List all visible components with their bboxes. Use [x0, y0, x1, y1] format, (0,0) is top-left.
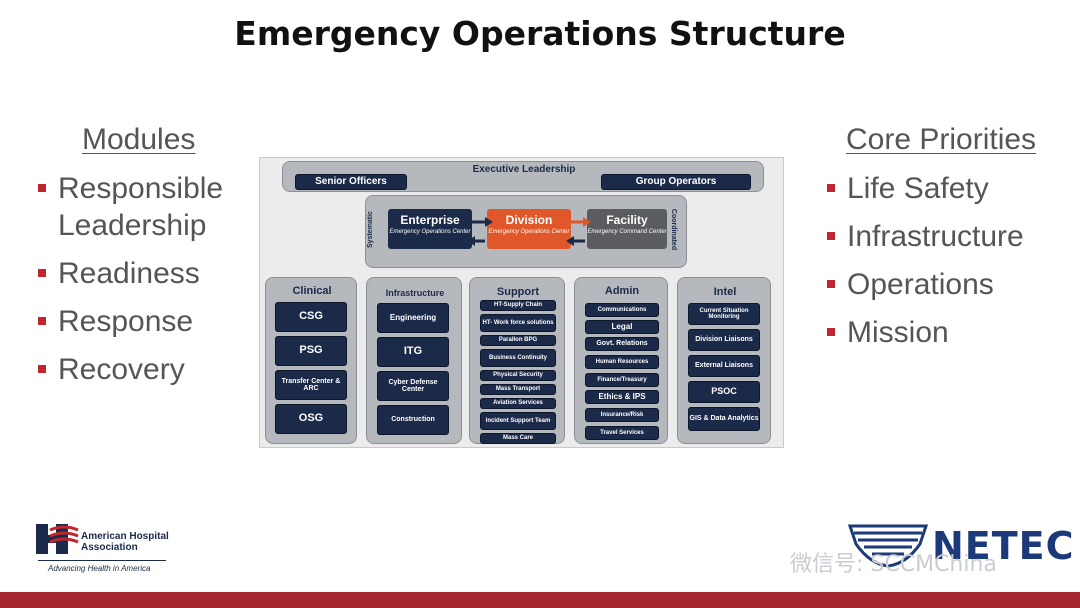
psoc-box: PSOC: [688, 381, 760, 403]
arrowhead-icon: [467, 236, 475, 246]
list-item: Recovery: [38, 351, 248, 388]
travel-services-box: Travel Services: [585, 426, 659, 440]
division-liaisons-box: Division Liaisons: [688, 329, 760, 351]
facility-box: Facility Emergency Command Center: [587, 209, 667, 249]
supply-chain-box: HT-Supply Chain: [480, 300, 556, 311]
bullet-icon: [38, 184, 46, 192]
ethics-box: Ethics & IPS: [585, 390, 659, 404]
netec-logo-text: NETEC: [932, 524, 1075, 568]
list-item: Mission: [827, 314, 1057, 351]
current-situation-box: Current Situation Monitoring: [688, 303, 760, 325]
list-item: Response: [38, 303, 248, 340]
bullet-icon: [827, 184, 835, 192]
aha-logo-icon: [36, 524, 79, 554]
aha-divider: [38, 560, 166, 561]
bullet-icon: [38, 317, 46, 325]
support-panel: Support HT-Supply Chain HT- Work force s…: [469, 277, 565, 444]
psg-box: PSG: [275, 336, 347, 366]
list-item: Readiness: [38, 255, 248, 292]
arrowhead-icon: [485, 217, 493, 227]
eoc-panel: Systematic Coordinated Enterprise Emerge…: [365, 195, 687, 268]
watermark-text: 微信号: SCCMChina: [790, 552, 997, 577]
gis-box: GIS & Data Analytics: [688, 407, 760, 431]
business-continuity-box: Business Continuity: [480, 349, 556, 367]
enterprise-box: Enterprise Emergency Operations Center: [388, 209, 472, 249]
engineering-box: Engineering: [377, 303, 449, 333]
list-item: Infrastructure: [827, 218, 1057, 255]
workforce-box: HT- Work force solutions: [480, 314, 556, 332]
netec-shield-icon: [847, 524, 929, 568]
finance-box: Finance/Treasury: [585, 373, 659, 387]
parallon-box: Parallon BPG: [480, 335, 556, 346]
arrowhead-icon: [583, 217, 591, 227]
support-title: Support: [496, 286, 540, 298]
human-resources-box: Human Resources: [585, 355, 659, 369]
intel-panel: Intel Current Situation Monitoring Divis…: [677, 277, 771, 444]
page-title: Emergency Operations Structure: [234, 14, 846, 53]
aha-name: American Hospital Association: [81, 531, 169, 553]
physical-security-box: Physical Security: [480, 370, 556, 381]
incident-support-box: Incident Support Team: [480, 412, 556, 430]
priorities-list: Life Safety Infrastructure Operations Mi…: [827, 170, 1057, 362]
senior-officers-box: Senior Officers: [295, 174, 407, 190]
clinical-panel: Clinical CSG PSG Transfer Center & ARC O…: [265, 277, 357, 444]
org-structure-diagram: Executive Leadership Senior Officers Gro…: [259, 157, 784, 448]
aviation-box: Aviation Services: [480, 398, 556, 409]
admin-panel: Admin Communications Legal Govt. Relatio…: [574, 277, 668, 444]
footer-bar: [0, 592, 1080, 608]
list-item: Life Safety: [827, 170, 1057, 207]
modules-list: Responsible Leadership Readiness Respons…: [38, 170, 248, 399]
communications-box: Communications: [585, 303, 659, 317]
clinical-title: Clinical: [292, 285, 332, 297]
executive-panel: Executive Leadership Senior Officers Gro…: [282, 161, 764, 192]
bullet-icon: [38, 365, 46, 373]
transfer-center-box: Transfer Center & ARC: [275, 370, 347, 400]
insurance-box: Insurance/Risk: [585, 408, 659, 422]
cyber-defense-box: Cyber Defense Center: [377, 371, 449, 401]
arrowhead-icon: [566, 236, 574, 246]
mass-transport-box: Mass Transport: [480, 384, 556, 395]
bullet-icon: [38, 269, 46, 277]
itg-box: ITG: [377, 337, 449, 367]
group-operators-box: Group Operators: [601, 174, 751, 190]
bullet-icon: [827, 328, 835, 336]
legal-box: Legal: [585, 320, 659, 334]
executive-label: Executive Leadership: [472, 164, 576, 175]
external-liaisons-box: External Liaisons: [688, 355, 760, 377]
admin-title: Admin: [604, 285, 640, 297]
intel-title: Intel: [713, 286, 737, 298]
bullet-icon: [827, 232, 835, 240]
infrastructure-title: Infrastructure: [385, 288, 445, 298]
govt-relations-box: Govt. Relations: [585, 337, 659, 351]
modules-heading: Modules: [82, 123, 196, 156]
eoc-arrows: [467, 217, 591, 246]
csg-box: CSG: [275, 302, 347, 332]
bullet-icon: [827, 280, 835, 288]
aha-tagline: Advancing Health in America: [48, 564, 151, 573]
division-box: Division Emergency Operations Center: [487, 209, 571, 249]
osg-box: OSG: [275, 404, 347, 434]
list-item: Operations: [827, 266, 1057, 303]
core-priorities-heading: Core Priorities: [846, 123, 1037, 156]
construction-box: Construction: [377, 405, 449, 435]
infrastructure-panel: Infrastructure Engineering ITG Cyber Def…: [366, 277, 462, 444]
mass-care-box: Mass Care: [480, 433, 556, 444]
list-item: Responsible Leadership: [38, 170, 248, 244]
